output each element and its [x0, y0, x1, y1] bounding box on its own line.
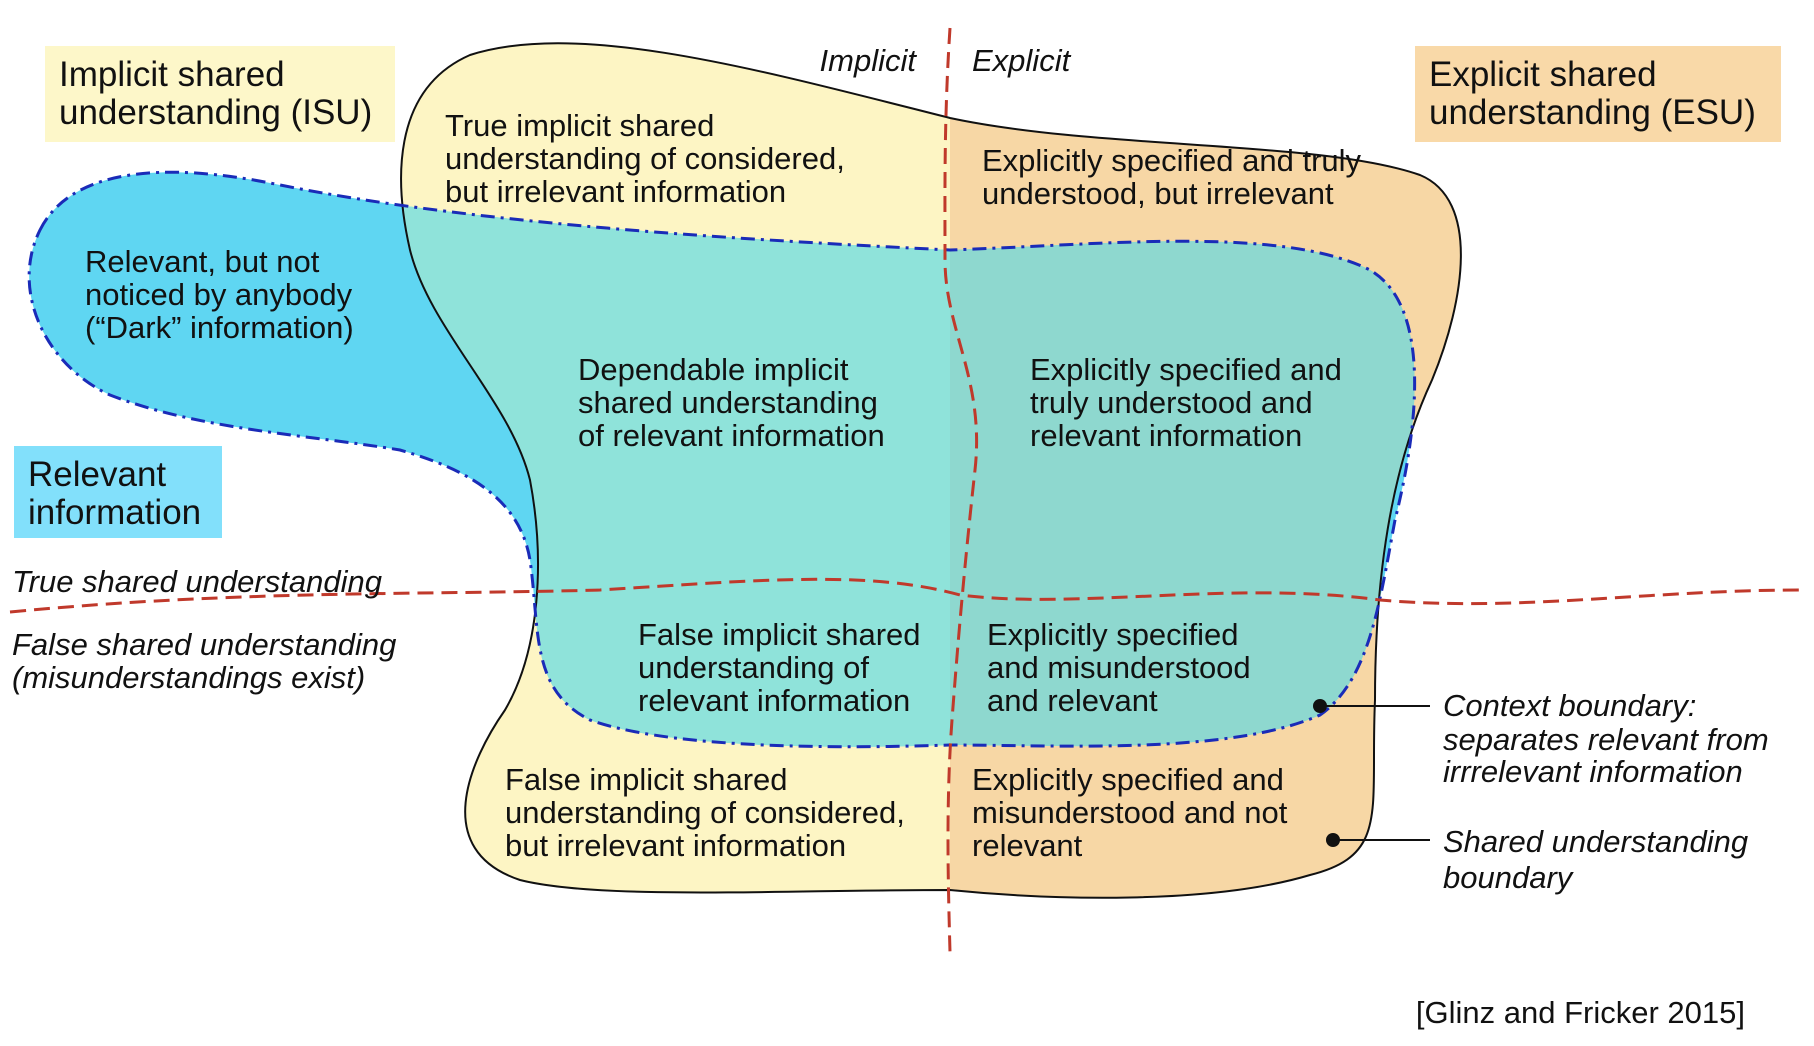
region-line: Explicitly specified and	[972, 762, 1284, 797]
legend-relevant: Relevant information	[14, 446, 222, 538]
region-dark-info-line: Relevant, but not	[85, 244, 320, 279]
region-line: understood, but irrelevant	[982, 176, 1334, 211]
region-line: False implicit shared	[505, 762, 788, 797]
legend-esu: Explicit shared understanding (ESU)	[1415, 46, 1781, 142]
region-line: and relevant	[987, 683, 1158, 718]
legend-relevant-label: Relevant information	[28, 455, 202, 532]
region-line: relevant information	[1030, 418, 1302, 453]
region-explicit-mis-irrelevant: Explicitly specified and misunderstood a…	[972, 762, 1288, 863]
region-line: Explicitly specified and truly	[982, 143, 1362, 178]
context-boundary-marker	[1313, 699, 1327, 713]
shared-boundary-label: boundary	[1443, 860, 1575, 895]
region-line: Dependable implicit	[578, 352, 849, 387]
region-dark-info-line: noticed by anybody	[85, 277, 353, 312]
legend-isu-label: Implicit shared understanding (ISU)	[59, 55, 373, 132]
region-explicit-mis-relevant: Explicitly specified and misunderstood a…	[987, 617, 1251, 718]
region-false-implicit-relevant: False implicit shared understanding of r…	[638, 617, 921, 718]
legend-esu-label: Explicit shared understanding (ESU)	[1429, 55, 1756, 132]
legend-isu: Implicit shared understanding (ISU)	[45, 46, 395, 142]
region-line: False implicit shared	[638, 617, 921, 652]
false-shared-sublabel: (misunderstandings exist)	[12, 660, 365, 695]
region-dark-info: Relevant, but not noticed by anybody (“D…	[85, 244, 354, 345]
region-line: misunderstood and not	[972, 795, 1288, 830]
false-shared-label: False shared understanding	[12, 627, 396, 662]
region-dark-info-line: (“Dark” information)	[85, 310, 354, 345]
true-shared-label: True shared understanding	[12, 564, 382, 599]
region-line: understanding of considered,	[445, 141, 845, 176]
region-line: understanding of	[638, 650, 869, 685]
shared-boundary-callout: Shared understanding boundary	[1326, 824, 1748, 895]
true-false-divider	[9, 577, 1801, 614]
region-line: shared understanding	[578, 385, 878, 420]
region-line: relevant	[972, 828, 1083, 863]
context-boundary-title: Context boundary:	[1443, 688, 1696, 723]
region-true-implicit-irrelevant: True implicit shared understanding of co…	[445, 108, 845, 209]
shared-understanding-boundary	[400, 42, 1462, 899]
region-false-implicit-irrelevant: False implicit shared understanding of c…	[505, 762, 905, 863]
region-line: relevant information	[638, 683, 910, 718]
region-line: of relevant information	[578, 418, 885, 453]
implicit-label: Implicit	[820, 43, 918, 78]
shared-boundary-marker	[1326, 833, 1340, 847]
context-boundary-callout: Context boundary: separates relevant fro…	[1313, 688, 1769, 789]
context-boundary-sub: irrrelevant information	[1443, 754, 1743, 789]
region-line: understanding of considered,	[505, 795, 905, 830]
region-dependable-implicit: Dependable implicit shared understanding…	[578, 352, 885, 453]
region-line: but irrelevant information	[445, 174, 786, 209]
citation: [Glinz and Fricker 2015]	[1416, 995, 1745, 1030]
region-explicit-true-relevant: Explicitly specified and truly understoo…	[1030, 352, 1342, 453]
context-boundary-sub: separates relevant from	[1443, 722, 1769, 757]
region-line: and misunderstood	[987, 650, 1251, 685]
region-line: True implicit shared	[445, 108, 714, 143]
shared-boundary-label: Shared understanding	[1443, 824, 1748, 859]
region-line: Explicitly specified and	[1030, 352, 1342, 387]
region-line: but irrelevant information	[505, 828, 846, 863]
region-explicit-true-irrelevant: Explicitly specified and truly understoo…	[982, 143, 1362, 211]
region-line: truly understood and	[1030, 385, 1313, 420]
region-line: Explicitly specified	[987, 617, 1239, 652]
context-boundary	[27, 170, 1417, 749]
implicit-explicit-divider	[943, 27, 979, 953]
explicit-label: Explicit	[972, 43, 1072, 78]
